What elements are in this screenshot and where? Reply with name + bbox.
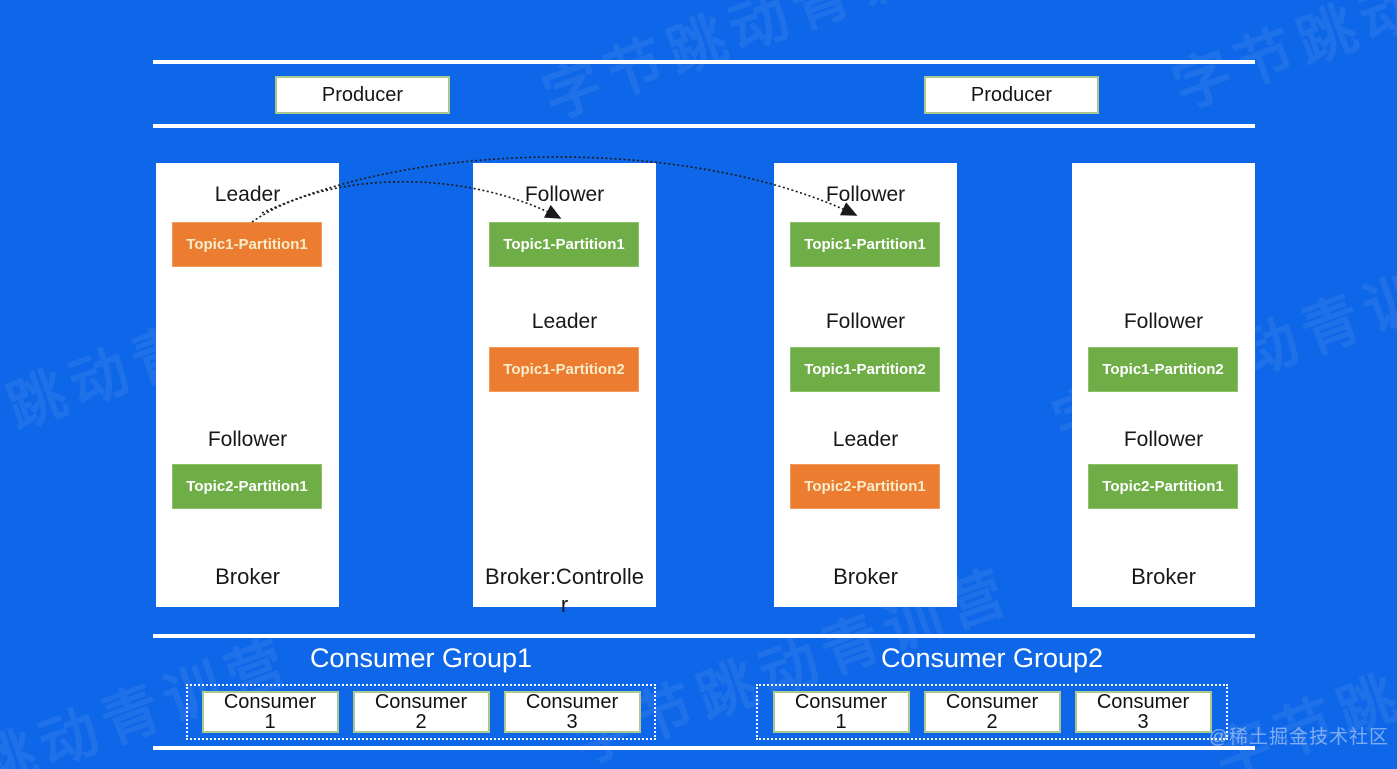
consumer-box: Consumer 2 [923, 691, 1061, 733]
consumer-box: Consumer 2 [352, 691, 490, 733]
consumer-box: Consumer 1 [201, 691, 339, 733]
broker-column-2: Follower Topic1-Partition1 Leader Topic1… [473, 163, 656, 617]
producer-label: Producer [321, 83, 404, 106]
consumer-group1-box: Consumer 1 Consumer 2 Consumer 3 [186, 684, 656, 740]
topic-badge: Topic1-Partition1 [172, 222, 322, 267]
topic-badge: Topic1-Partition1 [489, 222, 639, 267]
broker-controller-name: Broker:Controller [485, 564, 644, 617]
consumer-label: Consumer 2 [374, 691, 468, 733]
consumer-label: Consumer 2 [945, 691, 1039, 733]
topic-badge: Topic1-Partition2 [489, 347, 639, 392]
consumer-box: Consumer 3 [1074, 691, 1212, 733]
topic-badge: Topic1-Partition2 [1088, 347, 1238, 392]
follower-label: Follower [1123, 428, 1204, 451]
broker-column-4: Follower Topic1-Partition2 Follower Topi… [1072, 163, 1255, 607]
broker-name: Broker [1131, 564, 1196, 589]
producer-box-2: Producer [924, 76, 1099, 114]
producer-broker-divider-line [153, 124, 1255, 128]
background-watermark: 字节跳动青训营 [534, 0, 992, 132]
producer-box-1: Producer [275, 76, 450, 114]
topic-badge: Topic2-Partition1 [790, 464, 940, 509]
follower-label: Follower [825, 183, 906, 206]
consumer-box: Consumer 3 [503, 691, 641, 733]
top-rule-line [153, 60, 1255, 64]
topic-badge: Topic1-Partition2 [790, 347, 940, 392]
follower-label: Follower [524, 183, 605, 206]
follower-label: Follower [207, 428, 288, 451]
broker-column-1: Leader Topic1-Partition1 Follower Topic2… [156, 163, 339, 607]
consumer-group1-title: Consumer Group1 [309, 643, 533, 673]
broker-name: Broker [833, 564, 898, 589]
broker-column-3: Follower Topic1-Partition1 Follower Topi… [774, 163, 957, 607]
leader-label: Leader [214, 183, 281, 206]
consumer-box: Consumer 1 [772, 691, 910, 733]
leader-label: Leader [531, 310, 598, 333]
topic-badge: Topic1-Partition1 [790, 222, 940, 267]
producer-label: Producer [970, 83, 1053, 106]
consumer-label: Consumer 3 [525, 691, 619, 733]
topic-badge: Topic2-Partition1 [1088, 464, 1238, 509]
topic-badge: Topic2-Partition1 [172, 464, 322, 509]
consumer-label: Consumer 1 [223, 691, 317, 733]
consumer-group2-title: Consumer Group2 [880, 643, 1104, 673]
consumer-group2-box: Consumer 1 Consumer 2 Consumer 3 [756, 684, 1228, 740]
broker-consumer-divider-line [153, 634, 1255, 638]
consumer-label: Consumer 3 [1096, 691, 1190, 733]
consumer-label: Consumer 1 [794, 691, 888, 733]
leader-label: Leader [832, 428, 899, 451]
bottom-rule-line [153, 746, 1255, 750]
follower-label: Follower [1123, 310, 1204, 333]
follower-label: Follower [825, 310, 906, 333]
broker-name: Broker [215, 564, 280, 589]
juejin-community-credit: @稀土掘金技术社区 [1208, 727, 1389, 748]
